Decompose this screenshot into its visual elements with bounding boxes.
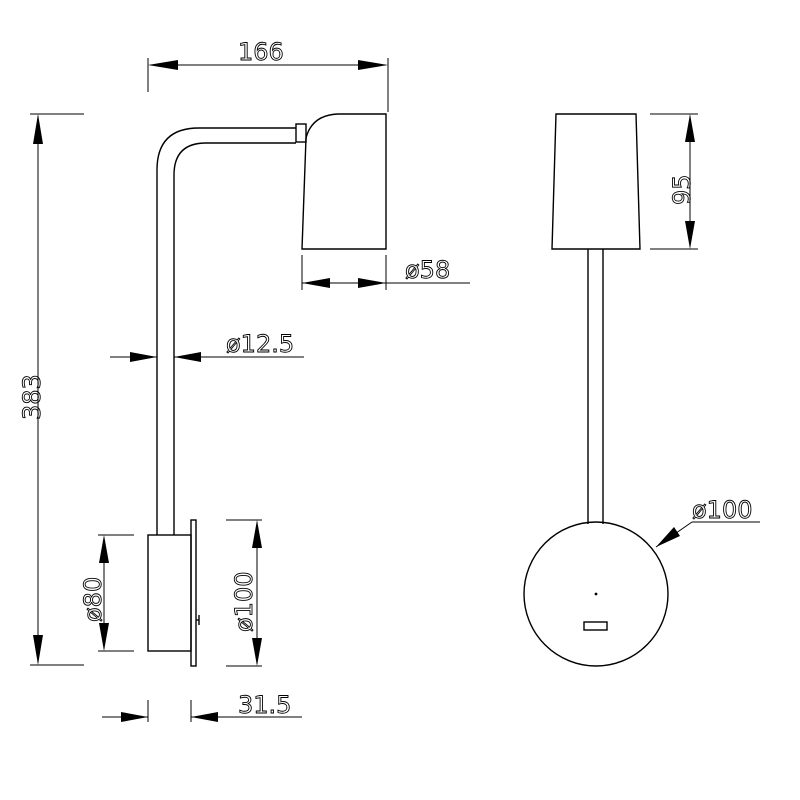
dim-total-height-label: 383: [18, 374, 46, 420]
dim-front-base-label: ø100: [692, 496, 753, 524]
front-view: [523, 113, 669, 667]
dim-base-inner-label: ø80: [79, 577, 107, 622]
dim-width: 166: [147, 38, 389, 112]
dim-base-depth: 31.5: [102, 691, 302, 722]
dim-shade-diameter-label: ø58: [405, 256, 450, 284]
side-wall-plate: [190, 519, 197, 667]
side-arm-inner: [173, 142, 296, 535]
dim-base-depth-label: 31.5: [238, 691, 291, 719]
side-shade: [301, 113, 387, 250]
side-view: [147, 113, 387, 667]
dim-width-label: 166: [238, 38, 284, 66]
side-arm: [156, 127, 296, 535]
front-shade: [551, 113, 641, 250]
dim-arm-diameter-label: ø12.5: [226, 330, 294, 358]
dim-front-base: ø100: [655, 496, 760, 548]
front-base-disc: [523, 521, 669, 667]
side-joint: [295, 123, 307, 143]
front-switch: [583, 621, 608, 631]
front-sensor-dot: [594, 592, 598, 596]
dim-total-height: 383: [18, 113, 84, 666]
dim-shade-height-label: 95: [668, 174, 696, 205]
dim-arm-diameter: ø12.5: [110, 330, 304, 362]
dim-base-outer-label: ø100: [230, 572, 258, 633]
dim-base-inner: ø80: [79, 534, 134, 652]
dim-base-outer: ø100: [226, 519, 262, 667]
dim-shade-diameter: ø58: [301, 255, 470, 290]
side-base-block: [147, 534, 192, 652]
dim-shade-height: 95: [650, 113, 698, 250]
